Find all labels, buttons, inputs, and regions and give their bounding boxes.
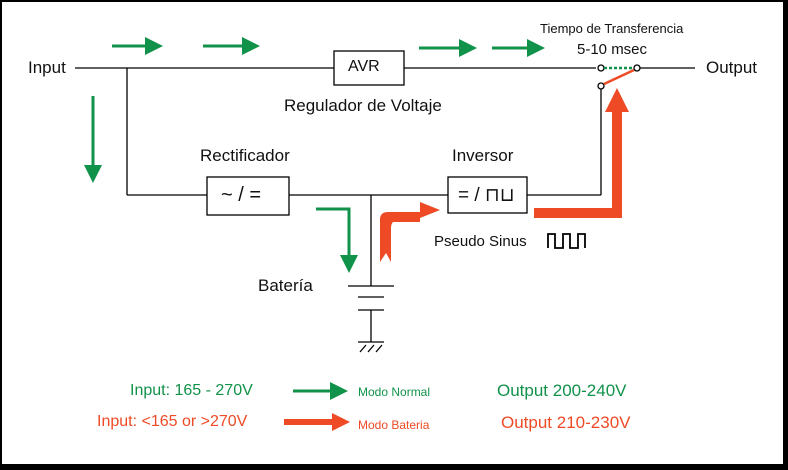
legend-battery-input: Input: <165 or >270V xyxy=(97,413,248,430)
inverter-label: Inversor xyxy=(452,146,514,165)
rectifier-symbol: ~ / = xyxy=(221,184,262,206)
transfer-time-value: 5-10 msec xyxy=(577,41,648,58)
legend-normal-input: Input: 165 - 270V xyxy=(130,382,253,399)
pseudo-sine-wave-icon xyxy=(547,233,586,249)
inverter-symbol: = / ⊓⊔ xyxy=(458,185,515,206)
battery-label: Batería xyxy=(258,276,313,295)
circuit-wiring xyxy=(75,67,695,353)
input-label: Input xyxy=(28,58,66,77)
rectifier-box xyxy=(206,176,290,216)
legend-battery-mode: Modo Bateria xyxy=(358,418,430,432)
rectifier-label: Rectificador xyxy=(200,146,290,165)
transfer-time-title: Tiempo de Transferencia xyxy=(540,21,684,36)
switch-battery-contact xyxy=(603,68,635,86)
pseudo-sine-label: Pseudo Sinus xyxy=(434,233,527,250)
battery-mode-arrows xyxy=(284,88,629,431)
normal-mode-arrows xyxy=(84,37,545,400)
legend-battery-output: Output 210-230V xyxy=(501,413,631,432)
legend-normal-mode: Modo Normal xyxy=(358,385,431,399)
voltage-regulator-label: Regulador de Voltaje xyxy=(284,96,442,115)
inverter-box xyxy=(447,176,528,214)
avr-label: AVR xyxy=(348,58,380,75)
avr-box xyxy=(333,50,405,86)
legend-normal-output: Output 200-240V xyxy=(497,381,627,400)
output-label: Output xyxy=(706,58,758,77)
